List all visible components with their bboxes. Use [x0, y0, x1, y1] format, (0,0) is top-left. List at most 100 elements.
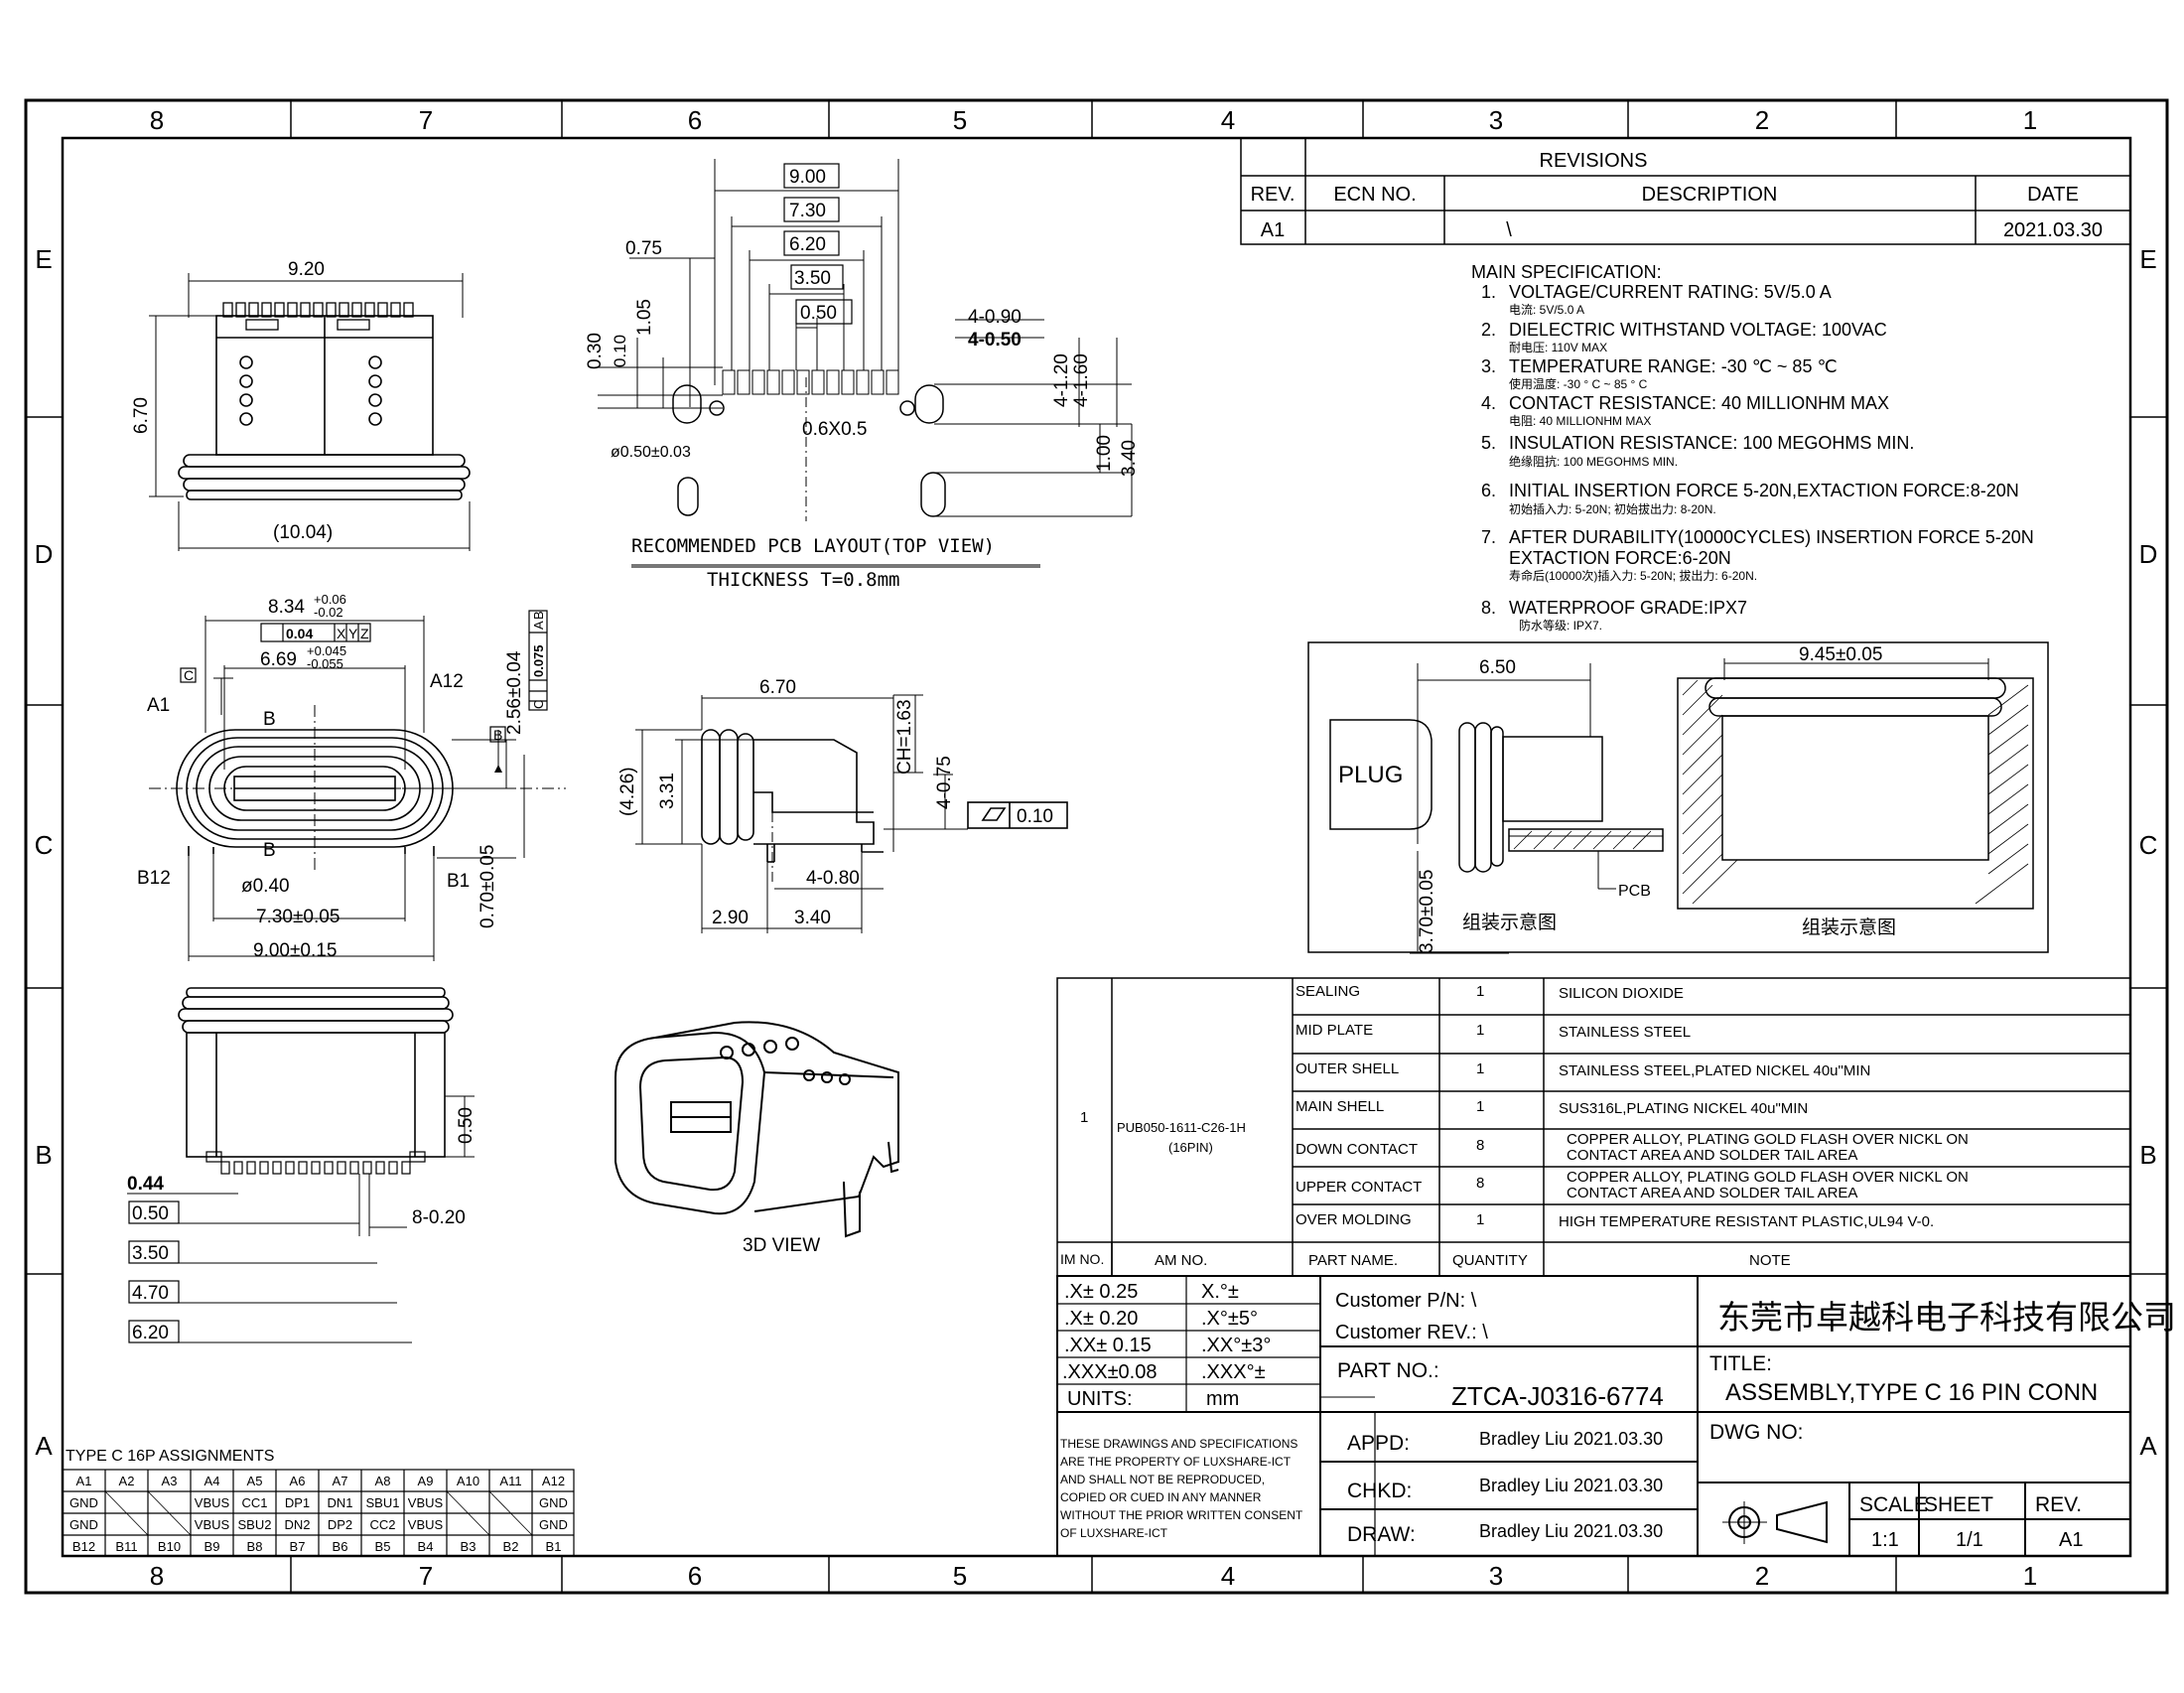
bom-note: STAINLESS STEEL [1559, 1024, 1691, 1041]
bom-text: 1 PUB050-1611-C26-1H (16PIN) SEALING 1 S… [1060, 983, 1969, 1269]
pin-cell: VBUS [408, 1517, 444, 1532]
row-label: E [2139, 244, 2156, 274]
dim-top-width: 9.20 [288, 259, 325, 280]
fcf-front-x: X [337, 626, 346, 641]
row-label: C [2139, 830, 2158, 860]
date-header: DATE [2027, 184, 2079, 206]
fcf-front-value: 0.04 [286, 626, 313, 641]
bom-qty: 1 [1476, 1060, 1484, 1077]
dim-bottom-620: 6.20 [132, 1323, 169, 1343]
pin-cell: B12 [72, 1539, 95, 1554]
spec-num: 8. [1481, 598, 1496, 618]
pin-cell: B3 [461, 1539, 477, 1554]
notice-line: AND SHALL NOT BE REPRODUCED, [1060, 1473, 1265, 1486]
col-label: 3 [1489, 1561, 1503, 1591]
col-label: 6 [688, 1561, 702, 1591]
units-label: UNITS: [1067, 1388, 1133, 1410]
bom-part-name: SEALING [1296, 983, 1360, 1000]
title-label: TITLE: [1709, 1352, 1772, 1375]
dim-front-256: 2.56±0.04 [504, 650, 525, 735]
dim-assembly-370: 3.70±0.05 [1417, 870, 1437, 953]
pin-label-a12: A12 [430, 671, 464, 692]
assembly-caption-right: 组装示意图 [1802, 917, 1896, 938]
dim-bottom-820: 8-0.20 [412, 1207, 466, 1228]
dim-assembly-945: 9.45±0.05 [1799, 644, 1882, 665]
spec-cn: 初始插入力: 5-20N; 初始拔出力: 8-20N. [1509, 501, 1716, 516]
spec-cn: 防水等级: IPX7. [1519, 618, 1602, 633]
bom-qty: 1 [1476, 983, 1484, 1000]
row-labels: E D C B A E D C B A [35, 244, 2158, 1461]
pin-cell: A8 [375, 1474, 391, 1488]
dim-pcb-105: 1.05 [634, 299, 655, 336]
title-block [1056, 1275, 2131, 1557]
spec-num: 7. [1481, 527, 1496, 547]
dim-bottom-470: 4.70 [132, 1283, 169, 1304]
pin-cell: A12 [542, 1474, 565, 1488]
pin-cell: VBUS [195, 1495, 230, 1510]
dim-pcb-100: 1.00 [1094, 435, 1115, 472]
top-view [149, 273, 471, 551]
tol-angle: .X°±5° [1201, 1308, 1258, 1330]
row-label: B [35, 1140, 52, 1170]
dim-pcb-900: 9.00 [789, 167, 826, 188]
ecn-header: ECN NO. [1333, 184, 1416, 206]
tol-linear: .XXX±0.08 [1062, 1361, 1157, 1383]
assembly-plug-label: PLUG [1338, 762, 1403, 788]
tol-angle: .XXX°± [1201, 1361, 1266, 1383]
fcf-vertical-value: 0.075 [531, 644, 546, 677]
spec-cn: 寿命后(10000次)插入力: 5-20N; 拔出力: 6-20N. [1509, 568, 1757, 583]
3d-view-caption: 3D VIEW [743, 1235, 820, 1256]
pin-cell: VBUS [195, 1517, 230, 1532]
pin-cell: GND [539, 1495, 568, 1510]
bom-item-number: 1 [1080, 1109, 1088, 1126]
dim-pcb-050: 0.50 [800, 303, 837, 324]
description-value: \ [1506, 219, 1512, 241]
col-label: 5 [953, 1561, 967, 1591]
bom-qty: 1 [1476, 1211, 1484, 1228]
dim-front-834: 8.34 [268, 597, 305, 618]
bom-table [1056, 977, 2131, 1277]
fcf-vertical-c: C [531, 700, 546, 709]
dim-pcb-slot: 0.6X0.5 [802, 419, 868, 440]
pin-table-text: TYPE C 16P ASSIGNMENTS [66, 1448, 274, 1465]
fcf-front-y: Y [348, 626, 358, 641]
notice-line: COPIED OR CUED IN ANY MANNER [1060, 1490, 1262, 1504]
pin-cell: CC1 [241, 1495, 267, 1510]
fcf-vertical-b: B [531, 611, 546, 620]
part-no-value: ZTCA-J0316-6774 [1451, 1381, 1664, 1411]
scale-label: SCALE [1859, 1493, 1928, 1516]
datum-b: B [493, 727, 502, 743]
bom-header-note: NOTE [1749, 1252, 1791, 1269]
dim-pcb-010: 0.10 [611, 335, 629, 367]
pin-cell: A4 [205, 1474, 220, 1488]
bom-part-name: UPPER CONTACT [1296, 1179, 1422, 1196]
row-label: C [35, 830, 54, 860]
pcb-thickness: THICKNESS T=0.8mm [707, 569, 899, 591]
pin-cell: A1 [76, 1474, 92, 1488]
pin-cell: B11 [115, 1539, 137, 1554]
draw-label: DRAW: [1347, 1523, 1416, 1546]
main-specification: MAIN SPECIFICATION: 1. VOLTAGE/CURRENT R… [1471, 262, 2034, 633]
col-label: 8 [150, 105, 164, 135]
appd-value: Bradley Liu 2021.03.30 [1479, 1429, 1663, 1449]
pin-cell: SBU1 [366, 1495, 400, 1510]
bom-header-am: AM NO. [1155, 1252, 1207, 1269]
bom-note: HIGH TEMPERATURE RESISTANT PLASTIC,UL94 … [1559, 1213, 1934, 1230]
spec-text: TEMPERATURE RANGE: -30 ℃ ~ 85 ℃ [1509, 356, 1838, 376]
dim-pcb-4-120: 4-1.20 [1051, 353, 1072, 407]
col-label: 4 [1221, 105, 1235, 135]
dim-pcb-hole: ø0.50±0.03 [611, 444, 691, 461]
pin-cell: B1 [546, 1539, 562, 1554]
pin-label-b1: B1 [447, 871, 470, 892]
bom-note: SILICON DIOXIDE [1559, 985, 1684, 1002]
dim-pcb-4-090: 4-0.90 [968, 307, 1022, 328]
dim-front-070: 0.70±0.05 [478, 845, 498, 928]
dim-top-bottom: (10.04) [273, 522, 333, 543]
pin-cell: A5 [247, 1474, 263, 1488]
bom-header-part: PART NAME. [1308, 1252, 1398, 1269]
fcf-front-z: Z [360, 626, 369, 641]
dim-front-834-tol-dn: -0.02 [314, 605, 343, 620]
dim-side-flatness: 0.10 [1017, 806, 1053, 827]
spec-num: 4. [1481, 393, 1496, 413]
